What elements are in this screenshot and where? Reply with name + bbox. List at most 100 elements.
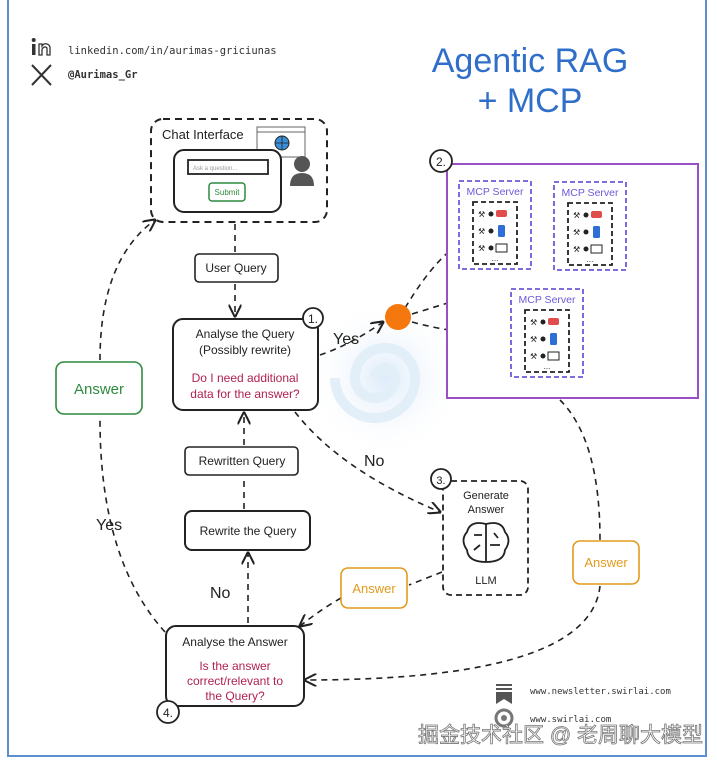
svg-text:⚒: ⚒ — [530, 318, 537, 327]
edge-yes-up — [99, 419, 166, 633]
step-3-badge — [430, 468, 452, 490]
swirlai-logo-icon — [494, 708, 514, 728]
edge-label-yes-2: Yes — [96, 517, 122, 534]
newsletter-url: www.newsletter.swirlai.com — [530, 687, 671, 697]
step-2-badge — [429, 149, 453, 173]
frame — [7, 0, 707, 757]
svg-text:⚒: ⚒ — [530, 352, 537, 361]
chat-interface: Chat Interface Ask a question... Submit — [150, 118, 328, 223]
submit-button-label: Submit — [215, 188, 241, 197]
generate-label-1: Generate — [463, 490, 509, 502]
page-title-line2: + MCP — [478, 82, 583, 120]
user-query-box — [194, 253, 279, 283]
database-icon — [498, 225, 505, 237]
mcp-server-2: MCP Server ⚒ ⚒ ⚒... — [553, 181, 627, 271]
analyse-answer-question-1: Is the answer — [199, 659, 270, 673]
user-query-label: User Query — [205, 261, 266, 275]
edge-no-to-generate — [294, 411, 440, 512]
database-icon — [593, 226, 600, 238]
mcp-server-ellipsis: ... — [587, 255, 594, 264]
svg-text:⚒: ⚒ — [573, 245, 580, 254]
toolbox-icon — [548, 318, 559, 325]
edge-answer-to-chat — [99, 220, 155, 361]
answer-label-green: Answer — [74, 381, 124, 398]
analyse-query-node: Analyse the Query (Possibly rewrite) Do … — [172, 307, 324, 411]
database-icon — [550, 333, 557, 345]
analyse-answer-question-2: correct/relevant to — [187, 674, 283, 688]
router-dot — [385, 304, 411, 330]
mcp-server-title: MCP Server — [467, 186, 524, 198]
generate-answer-node: Generate Answer LLM 3. — [430, 468, 529, 596]
mcp-server-ellipsis: ... — [544, 362, 551, 371]
step-1-badge — [302, 307, 324, 329]
svg-text:⚒: ⚒ — [573, 228, 580, 237]
tool-icon-row: ⚒ ⚒ ⚒ — [530, 318, 560, 361]
svg-text:⚒: ⚒ — [478, 244, 485, 253]
mcp-server-ellipsis: ... — [492, 254, 499, 263]
edge-answer-to-analyse — [305, 585, 601, 680]
generate-label-2: Answer — [468, 504, 505, 516]
svg-text:⚒: ⚒ — [573, 211, 580, 220]
analyse-answer-title: Analyse the Answer — [182, 635, 287, 649]
question-input[interactable] — [187, 159, 269, 175]
analyse-query-question-2: data for the answer? — [190, 387, 300, 401]
chat-interface-title: Chat Interface — [162, 127, 244, 142]
edge-label-no-1: No — [364, 453, 385, 470]
analyse-query-title: Analyse the Query — [196, 327, 295, 341]
edge-generate-to-answer — [408, 571, 443, 586]
edge-yes-to-dot — [319, 322, 383, 356]
question-input-placeholder: Ask a question... — [193, 166, 238, 172]
toolbox-icon — [591, 211, 602, 218]
rewrite-query-label: Rewrite the Query — [200, 524, 297, 538]
image-icon — [495, 243, 508, 253]
x-twitter-icon — [31, 64, 52, 86]
edge-answer-to-analyse2 — [300, 597, 342, 626]
svg-text:⚒: ⚒ — [478, 210, 485, 219]
site-url: www.swirlai.com — [530, 715, 611, 725]
rewritten-query-box — [184, 446, 299, 476]
edge-mcp-to-answer — [559, 399, 601, 541]
answer-box-orange-1 — [340, 567, 408, 609]
image-icon — [547, 351, 560, 361]
step-4-label: 4. — [163, 706, 173, 720]
image-icon — [590, 244, 603, 254]
step-4-badge — [156, 700, 180, 724]
user-avatar-icon — [290, 156, 314, 186]
newsletter-bookmark-icon — [496, 684, 512, 704]
analyse-answer-node: Analyse the Answer Is the answer correct… — [156, 625, 305, 724]
mcp-server-title: MCP Server — [562, 187, 619, 199]
x-handle: @Aurimas_Gr — [68, 69, 138, 81]
edge-label-yes-1: Yes — [333, 331, 359, 348]
rewrite-query-box — [184, 510, 311, 551]
tool-icon-row: ⚒ ⚒ ⚒ — [478, 210, 508, 253]
page-title-line1: Agentic RAG — [432, 42, 629, 80]
answer-box-orange-2 — [572, 540, 640, 585]
answer-label-orange-2: Answer — [584, 555, 628, 570]
toolbox-icon — [496, 210, 507, 217]
llm-label: LLM — [475, 575, 496, 587]
swirl-logo-watermark — [305, 298, 465, 458]
rewritten-query-label: Rewritten Query — [199, 454, 286, 468]
analyse-query-question-1: Do I need additional — [192, 371, 299, 385]
mcp-server-3: MCP Server ⚒ ⚒ ⚒... — [510, 288, 584, 378]
edge-label-no-2: No — [210, 585, 231, 602]
submit-button[interactable] — [208, 182, 246, 202]
watermark-text: 掘金技术社区 @ 老周聊大模型 — [418, 724, 703, 747]
answer-box-green — [55, 361, 143, 415]
brain-icon — [462, 522, 510, 563]
step-1-label: 1. — [308, 312, 318, 326]
answer-label-orange-1: Answer — [352, 581, 396, 596]
linkedin-icon — [31, 38, 51, 56]
mcp-server-1: MCP Server ⚒ ⚒ ⚒... — [458, 180, 532, 270]
analyse-answer-question-3: the Query? — [205, 689, 265, 703]
svg-text:⚒: ⚒ — [478, 227, 485, 236]
step-2-label: 2. — [436, 155, 446, 169]
svg-text:⚒: ⚒ — [530, 335, 537, 344]
tool-icon-row: ⚒ ⚒ ⚒ — [573, 211, 603, 254]
analyse-query-subtitle: (Possibly rewrite) — [199, 343, 291, 357]
mcp-servers-group: 2. MCP Server⚒⚒⚒...MCP Server⚒⚒⚒...MCP S… — [429, 149, 699, 399]
linkedin-url: linkedin.com/in/aurimas-griciunas — [68, 45, 277, 57]
step-3-label: 3. — [436, 475, 445, 487]
mcp-server-title: MCP Server — [519, 294, 576, 306]
